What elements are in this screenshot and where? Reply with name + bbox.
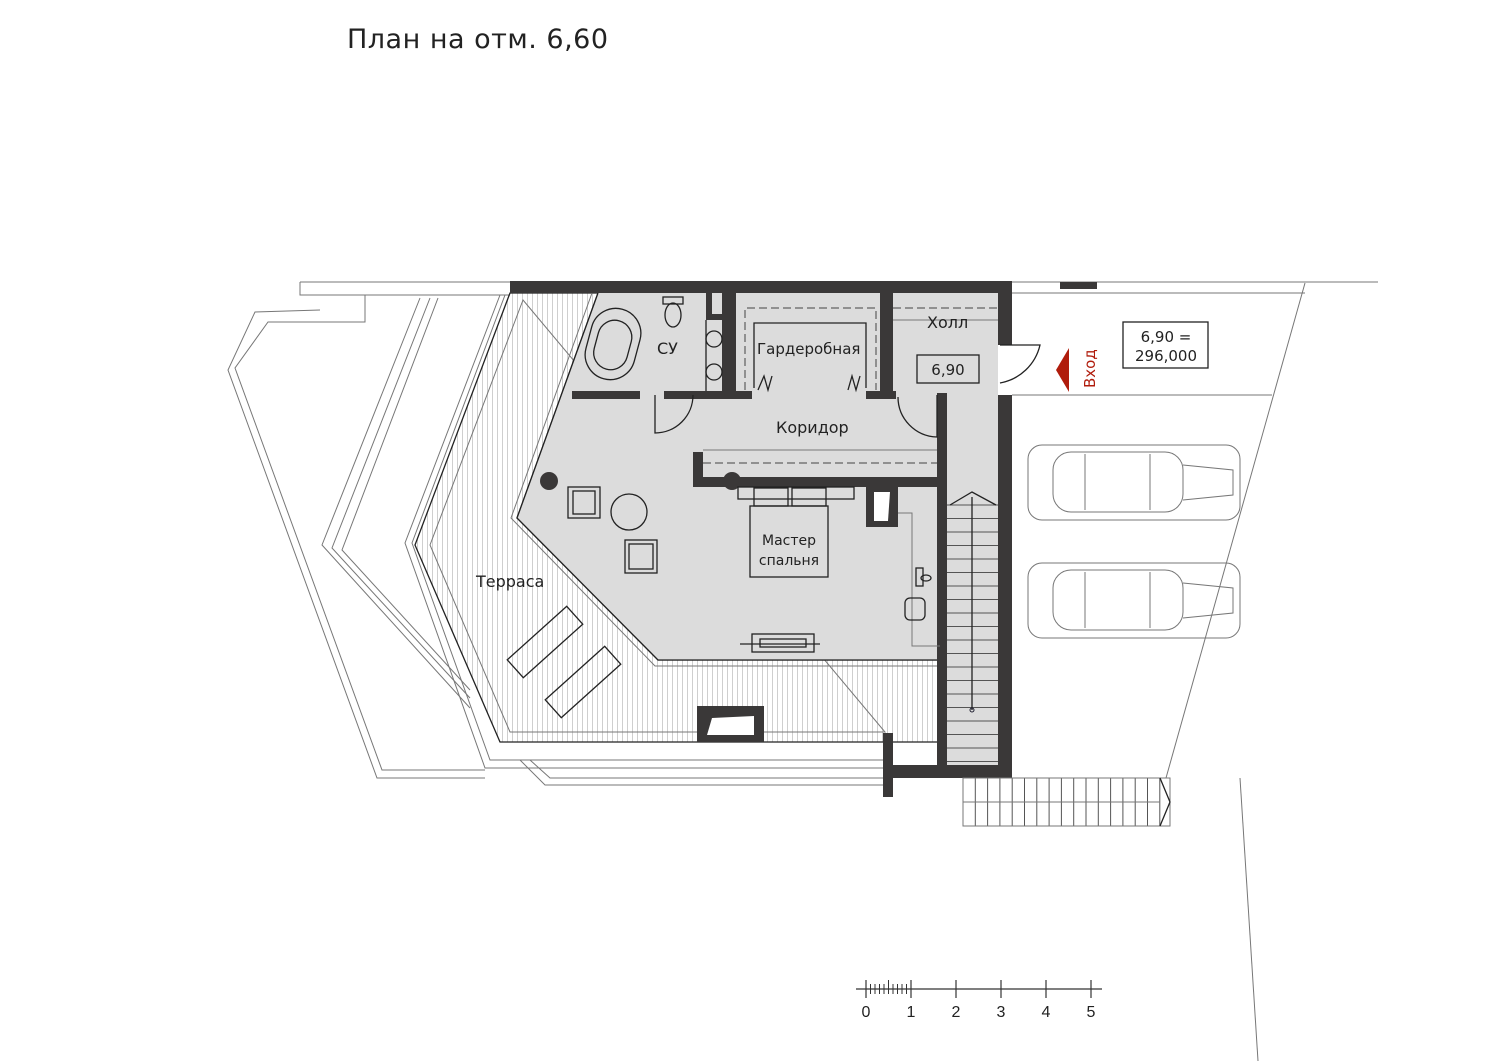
room-label-wardrobe: Гардеробная	[757, 340, 860, 358]
walls	[510, 281, 1012, 797]
interior-floor	[517, 293, 998, 765]
room-label-corridor: Коридор	[776, 418, 849, 437]
room-label-bedroom-1: Мастер	[762, 533, 816, 549]
doors	[654, 344, 1041, 438]
scale-label: 4	[1042, 1004, 1051, 1021]
scale-label: 3	[997, 1004, 1006, 1021]
room-label-wc: СУ	[657, 339, 678, 358]
room-label-bedroom-2: спальня	[759, 553, 819, 569]
room-label-hall: Холл	[927, 313, 968, 332]
elevation-note-1: 6,90 =	[1141, 328, 1192, 346]
sun-loungers	[506, 605, 622, 719]
room-label-terrace: Терраса	[475, 572, 544, 591]
scale-label: 0	[862, 1004, 871, 1021]
scale-label: 5	[1087, 1004, 1096, 1021]
bathroom-fixtures	[584, 296, 723, 391]
entrance-arrow-icon	[1056, 348, 1069, 392]
bedroom-furniture	[567, 486, 940, 653]
entrance-label: Вход	[1081, 349, 1099, 388]
plan-title: План на отм. 6,60	[347, 24, 609, 55]
car	[1027, 444, 1241, 521]
car	[1027, 562, 1241, 639]
elevation-note-2: 296,000	[1135, 347, 1197, 365]
scale-bar: 0 1 2 3 4 5	[856, 980, 1102, 1021]
scale-label: 2	[952, 1004, 961, 1021]
level-mark: 6,90	[931, 361, 964, 379]
terrace-parapets	[227, 294, 885, 786]
scale-label: 1	[907, 1004, 916, 1021]
wardrobe-shelves	[703, 307, 998, 464]
